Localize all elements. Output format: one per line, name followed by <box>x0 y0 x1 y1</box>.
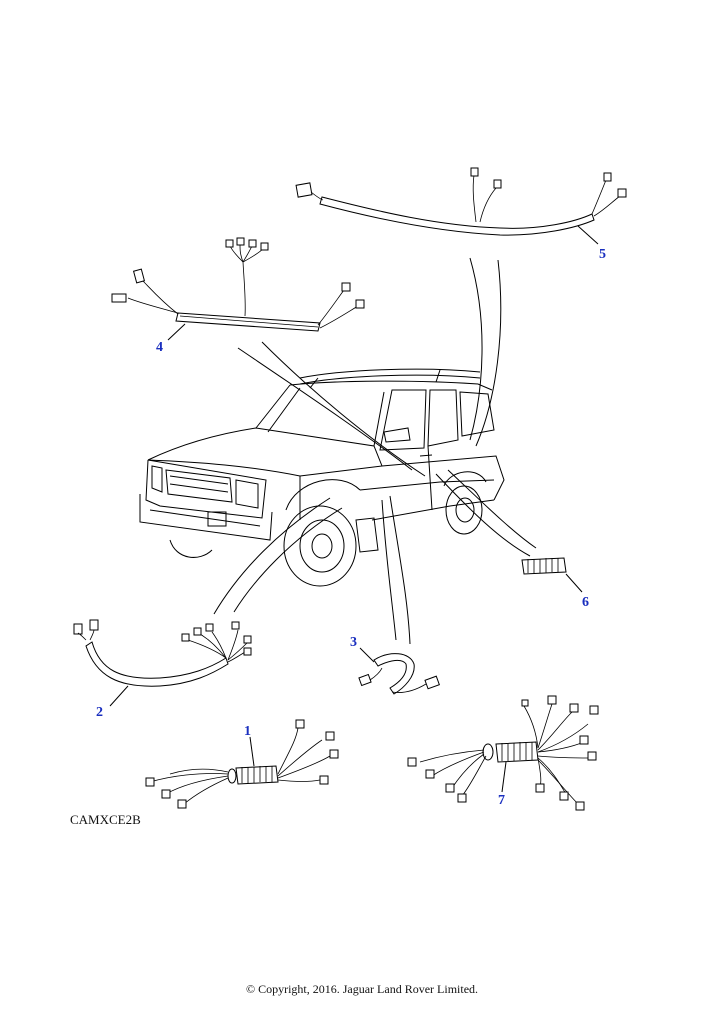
callout-6[interactable]: 6 <box>582 595 589 610</box>
grommet-6[interactable] <box>521 557 583 593</box>
callout-1[interactable]: 1 <box>244 724 251 739</box>
vehicle-illustration <box>139 368 505 587</box>
harness-4[interactable] <box>111 237 365 341</box>
harness-3[interactable] <box>358 647 440 695</box>
illustration-code: CAMXCE2B <box>70 812 141 827</box>
callout-5[interactable]: 5 <box>599 247 606 262</box>
callout-3[interactable]: 3 <box>350 635 357 650</box>
callout-2[interactable]: 2 <box>96 705 103 720</box>
harness-7[interactable] <box>407 695 599 811</box>
harness-5[interactable] <box>295 167 627 245</box>
callout-7[interactable]: 7 <box>498 793 505 808</box>
callout-4[interactable]: 4 <box>156 340 163 355</box>
harness-1[interactable] <box>145 719 339 809</box>
copyright-notice: © Copyright, 2016. Jaguar Land Rover Lim… <box>245 982 479 996</box>
harness-2[interactable] <box>73 619 252 707</box>
